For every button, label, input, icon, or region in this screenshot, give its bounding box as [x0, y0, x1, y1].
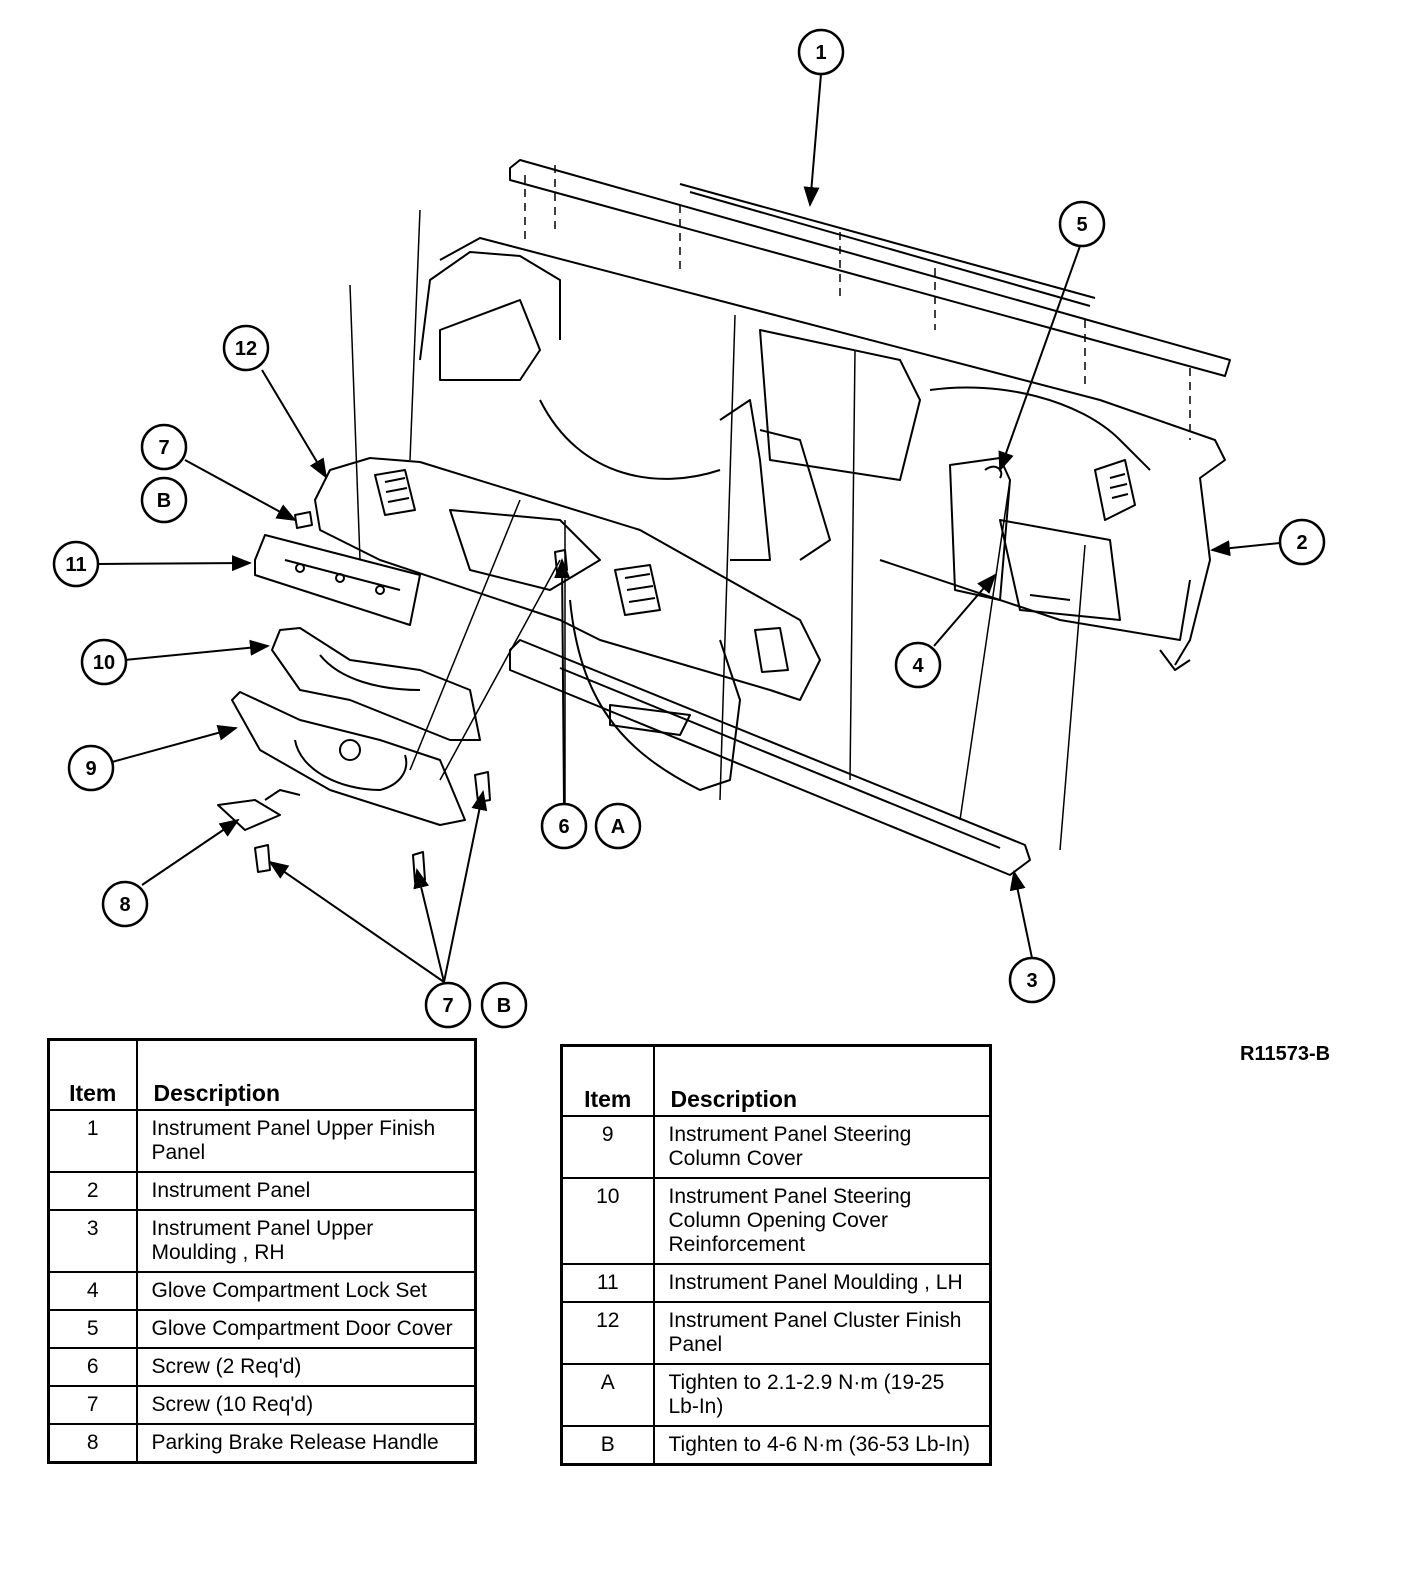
- parking-brake-handle: [217, 789, 301, 873]
- item-description: Tighten to 2.1-2.9 N·m (19-25 Lb-In): [652, 1363, 992, 1427]
- svg-text:7: 7: [442, 995, 453, 1017]
- callout-b-top: B: [140, 476, 188, 524]
- svg-text:9: 9: [85, 758, 96, 780]
- callout-12: 12: [222, 324, 270, 372]
- item-description: Glove Compartment Lock Set: [135, 1271, 477, 1311]
- leader-lines: [97, 73, 1281, 983]
- svg-text:6: 6: [558, 816, 569, 838]
- item-number: 10: [560, 1177, 655, 1265]
- callout-8: 8: [101, 880, 149, 928]
- item-description: Instrument Panel Upper Finish Panel: [135, 1109, 477, 1173]
- column-opening-reinforcement: [271, 627, 481, 741]
- svg-text:B: B: [157, 490, 171, 512]
- svg-text:A: A: [611, 816, 625, 838]
- callout-b-bottom: B: [480, 981, 528, 1029]
- explode-lines: [349, 209, 1086, 851]
- svg-text:B: B: [497, 995, 511, 1017]
- item-description: Instrument Panel Steering Column Cover: [652, 1115, 992, 1179]
- callout-5: 5: [1058, 200, 1106, 248]
- item-number: 11: [560, 1263, 655, 1303]
- callout-3: 3: [1008, 956, 1056, 1004]
- callout-6: 6: [540, 802, 588, 850]
- center-stack: [569, 399, 831, 791]
- svg-text:3: 3: [1026, 970, 1037, 992]
- item-description: Tighten to 4-6 N·m (36-53 Lb-In): [652, 1425, 992, 1466]
- item-number: A: [560, 1363, 655, 1427]
- item-description: Parking Brake Release Handle: [135, 1423, 477, 1464]
- item-description: Instrument Panel Cluster Finish Panel: [652, 1301, 992, 1365]
- item-number: 6: [47, 1347, 138, 1387]
- glove-box: [999, 519, 1121, 621]
- item-number: 3: [47, 1209, 138, 1273]
- callout-a: A: [594, 802, 642, 850]
- mounting-lines: [524, 165, 1191, 440]
- callout-7-bottom: 7: [424, 981, 472, 1029]
- svg-text:7: 7: [158, 437, 169, 459]
- item-description: Screw (10 Req'd): [135, 1385, 477, 1425]
- callout-1: 1: [797, 28, 845, 76]
- header-description: Description: [135, 1038, 477, 1111]
- exploded-diagram: 1 2 3 4 5 6 A 7 B 7 B 8 9 10 11 12: [52, 28, 1326, 1029]
- item-number: 5: [47, 1309, 138, 1349]
- item-description: Glove Compartment Door Cover: [135, 1309, 477, 1349]
- item-number: 12: [560, 1301, 655, 1365]
- legend-header-row: Item Description: [560, 1044, 992, 1117]
- svg-text:1: 1: [815, 42, 826, 64]
- item-number: 1: [47, 1109, 138, 1173]
- header-description: Description: [652, 1044, 992, 1117]
- svg-text:8: 8: [119, 894, 130, 916]
- svg-text:2: 2: [1296, 532, 1307, 554]
- item-description: Instrument Panel Moulding , LH: [652, 1263, 992, 1303]
- figure-id: R11573-B: [1240, 1043, 1331, 1065]
- cluster-finish-panel: [314, 457, 821, 701]
- item-number: 2: [47, 1171, 138, 1211]
- lh-moulding: [254, 534, 421, 626]
- item-number: B: [560, 1425, 655, 1466]
- item-number: 9: [560, 1115, 655, 1179]
- steering-column-cover: [231, 691, 466, 826]
- item-description: Screw (2 Req'd): [135, 1347, 477, 1387]
- upper-finish-panel: [509, 159, 1231, 377]
- header-item: Item: [560, 1044, 655, 1117]
- callouts: 1 2 3 4 5 6 A 7 B 7 B 8 9 10 11 12: [52, 28, 1326, 1029]
- callout-4: 4: [894, 641, 942, 689]
- item-description: Instrument Panel: [135, 1171, 477, 1211]
- header-item: Item: [47, 1038, 138, 1111]
- instrument-panel: [419, 237, 1226, 671]
- callout-10: 10: [80, 638, 128, 686]
- callout-11: 11: [52, 540, 100, 588]
- item-description: Instrument Panel Steering Column Opening…: [652, 1177, 992, 1265]
- svg-text:12: 12: [235, 338, 257, 360]
- item-number: 7: [47, 1385, 138, 1425]
- item-number: 8: [47, 1423, 138, 1464]
- callout-7-top: 7: [140, 423, 188, 471]
- svg-text:11: 11: [65, 554, 86, 576]
- legend-header-row: Item Description: [47, 1038, 477, 1111]
- item-number: 4: [47, 1271, 138, 1311]
- item-description: Instrument Panel Upper Moulding , RH: [135, 1209, 477, 1273]
- callout-9: 9: [67, 744, 115, 792]
- svg-text:5: 5: [1076, 214, 1087, 236]
- callout-2: 2: [1278, 518, 1326, 566]
- svg-text:4: 4: [912, 655, 924, 677]
- svg-text:10: 10: [93, 652, 115, 674]
- rh-upper-moulding: [509, 639, 1031, 876]
